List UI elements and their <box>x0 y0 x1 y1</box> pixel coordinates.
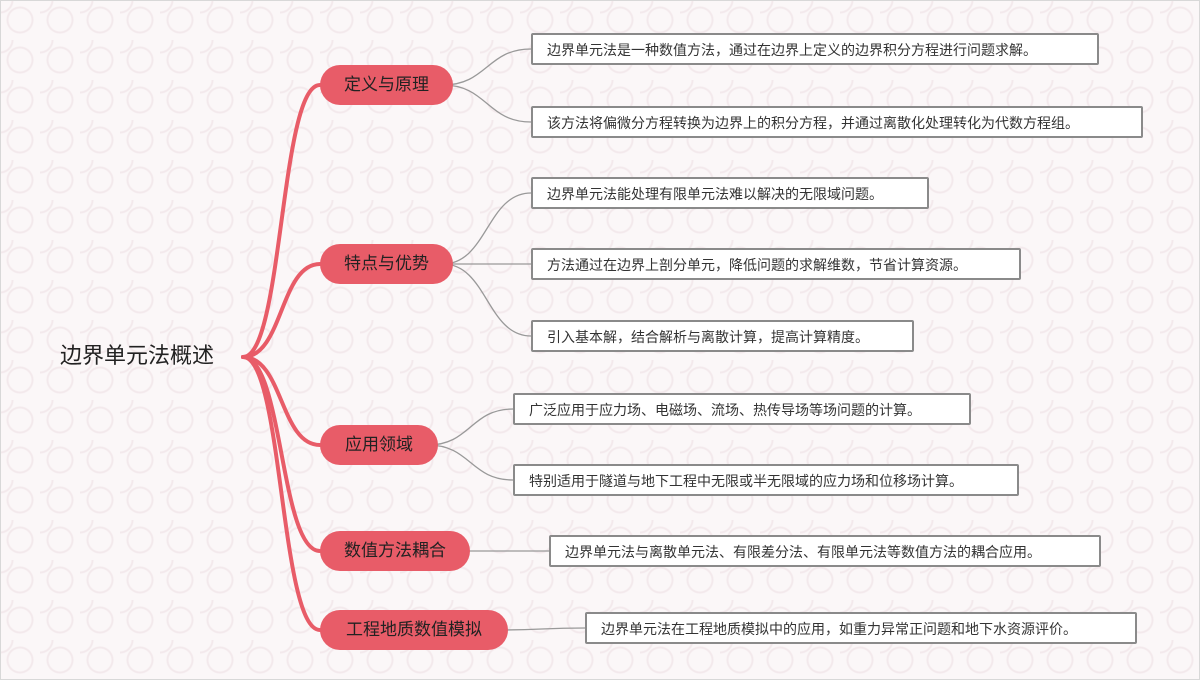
root-link-4 <box>241 355 322 632</box>
branch-geological-simulation[interactable]: 工程地质数值模拟 <box>320 610 508 650</box>
leaf-features-1[interactable]: 边界单元法能处理有限单元法难以解决的无限域问题。 <box>531 177 929 209</box>
leaf-features-2[interactable]: 方法通过在边界上剖分单元，降低问题的求解维数，节省计算资源。 <box>531 248 1021 280</box>
leaf-link-2-0 <box>427 408 514 446</box>
leaf-geology-1[interactable]: 边界单元法在工程地质模拟中的应用，如重力异常正问题和地下水资源评价。 <box>585 612 1137 644</box>
leaf-link-4-0 <box>497 627 586 631</box>
leaf-definition-2[interactable]: 该方法将偏微分方程转换为边界上的积分方程，并通过离散化处理转化为代数方程组。 <box>531 106 1143 138</box>
leaf-features-3[interactable]: 引入基本解，结合解析与离散计算，提高计算精度。 <box>531 320 914 352</box>
leaf-application-1[interactable]: 广泛应用于应力场、电磁场、流场、热传导场等场问题的计算。 <box>513 393 971 425</box>
branch-definition-principle[interactable]: 定义与原理 <box>320 65 453 105</box>
root-link-0 <box>241 83 322 359</box>
leaf-link-1-2 <box>442 263 532 337</box>
branch-application-fields[interactable]: 应用领域 <box>320 425 438 465</box>
leaf-link-1-0 <box>442 192 532 265</box>
root-link-3 <box>241 355 322 553</box>
leaf-definition-1[interactable]: 边界单元法是一种数值方法，通过在边界上定义的边界积分方程进行问题求解。 <box>531 33 1099 65</box>
root-topic[interactable]: 边界单元法概述 <box>60 344 215 369</box>
leaf-application-2[interactable]: 特别适用于隧道与地下工程中无限或半无限域的应力场和位移场计算。 <box>513 464 1019 496</box>
branch-numerical-coupling[interactable]: 数值方法耦合 <box>320 531 470 571</box>
leaf-coupling-1[interactable]: 边界单元法与离散单元法、有限差分法、有限单元法等数值方法的耦合应用。 <box>549 535 1101 567</box>
leaf-link-0-1 <box>442 84 532 123</box>
root-link-2 <box>241 355 322 447</box>
branch-features-advantages[interactable]: 特点与优势 <box>320 244 453 284</box>
root-link-1 <box>241 262 322 359</box>
leaf-link-0-0 <box>442 48 532 86</box>
leaf-link-2-1 <box>427 444 514 481</box>
